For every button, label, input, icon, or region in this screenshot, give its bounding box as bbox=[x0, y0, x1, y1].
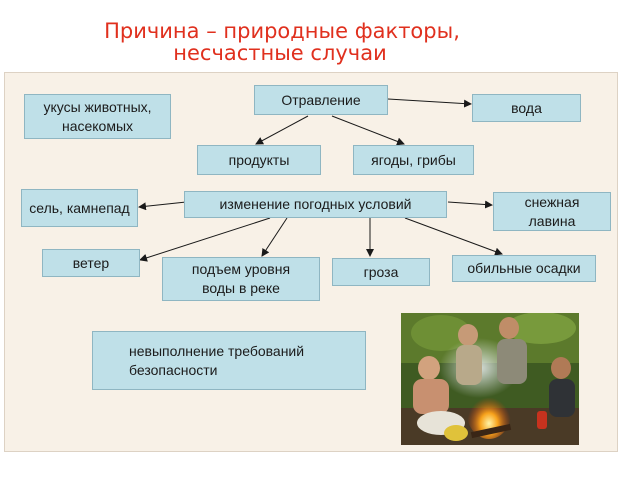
campfire-photo bbox=[401, 313, 579, 445]
node-yagody: ягоды, грибы bbox=[353, 145, 474, 175]
node-trebovaniya: невыполнение требований безопасности bbox=[92, 331, 366, 390]
node-otravlenie: Отравление bbox=[254, 85, 388, 115]
node-veter: ветер bbox=[42, 249, 140, 277]
title-line-1: Причина – природные факторы, bbox=[104, 19, 460, 43]
node-produkty: продукты bbox=[197, 145, 321, 175]
node-podem: подъем уровня воды в реке bbox=[162, 257, 320, 301]
node-voda: вода bbox=[472, 94, 581, 122]
node-lavina: снежная лавина bbox=[493, 192, 611, 231]
node-ukusy: укусы животных, насекомых bbox=[24, 94, 171, 139]
page-title: Причина – природные факторы, несчастные … bbox=[0, 20, 560, 64]
title-line-2: несчастные случаи bbox=[173, 41, 387, 65]
node-osadki: обильные осадки bbox=[452, 255, 596, 282]
node-groza: гроза bbox=[332, 258, 430, 286]
node-izmenenie: изменение погодных условий bbox=[184, 191, 447, 218]
node-sel: сель, камнепад bbox=[21, 189, 138, 227]
